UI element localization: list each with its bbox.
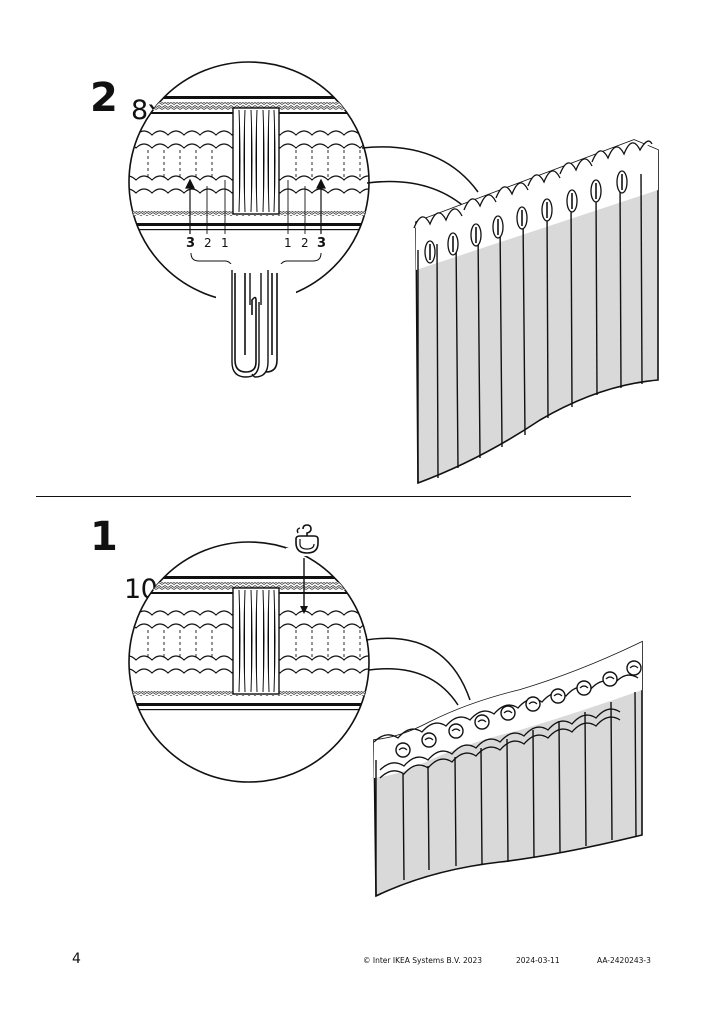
step-1-number: 1 [90, 514, 118, 560]
ring-curtain-illustration [373, 640, 643, 898]
document-id: AA-2420243-3 [597, 956, 651, 965]
step-1-detail-circle [128, 541, 370, 783]
pinch-pleat-hook-icon [216, 264, 296, 379]
pleated-curtain-illustration [413, 139, 659, 485]
hook-position-label: 2 [301, 236, 309, 250]
copyright-text: © Inter IKEA Systems B.V. 2023 [363, 956, 483, 965]
hook-position-label: 1 [284, 236, 292, 250]
hook-position-label: 3 [317, 236, 326, 251]
page-number: 4 [72, 951, 81, 967]
hook-position-label: 2 [204, 236, 212, 250]
hook-position-label: 3 [186, 236, 195, 251]
step-2-number: 2 [90, 75, 118, 121]
step-2-detail-circle: 3 2 1 1 2 3 [128, 61, 370, 303]
document-date: 2024-03-11 [516, 956, 560, 965]
section-divider [36, 496, 631, 497]
hook-position-label: 1 [221, 236, 229, 250]
curtain-hook-icon [295, 524, 319, 554]
